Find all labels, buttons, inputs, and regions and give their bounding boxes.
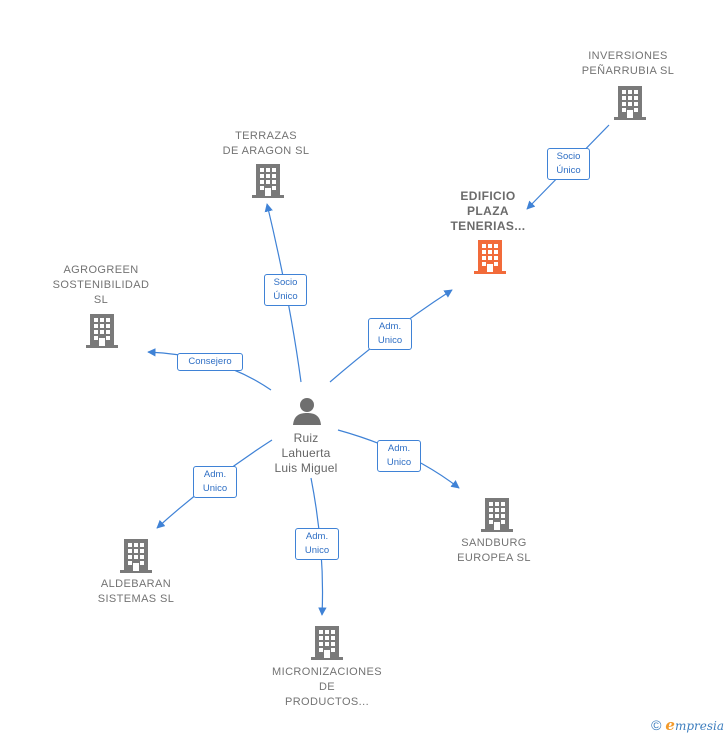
edge-label-ruiz-agrogreen: Consejero bbox=[177, 353, 243, 371]
edge-label-inv-edif: Socio Único bbox=[547, 148, 590, 180]
company-label-agrogreen[interactable]: AGROGREEN SOSTENIBILIDAD SL bbox=[52, 264, 150, 306]
company-label-edificio[interactable]: EDIFICIO PLAZA TENERIAS... bbox=[450, 189, 526, 233]
brand-rest: mpresia bbox=[674, 719, 724, 733]
company-label-sandburg[interactable]: SANDBURG EUROPEA SL bbox=[457, 537, 531, 564]
brand-initial: e bbox=[665, 716, 675, 734]
building-icon[interactable] bbox=[614, 84, 646, 120]
building-icon[interactable] bbox=[311, 624, 343, 660]
building-icon[interactable] bbox=[252, 162, 284, 198]
person-icon[interactable] bbox=[292, 396, 322, 426]
company-label-terrazas[interactable]: TERRAZAS DE ARAGON SL bbox=[222, 130, 310, 157]
edge-label-ruiz-terrazas: Socio Único bbox=[264, 274, 307, 306]
copyright-symbol: © bbox=[651, 717, 662, 733]
building-icon[interactable] bbox=[86, 312, 118, 348]
company-label-aldebaran[interactable]: ALDEBARAN SISTEMAS SL bbox=[97, 578, 175, 605]
company-label-micronizaciones[interactable]: MICRONIZACIONES DE PRODUCTOS... bbox=[272, 666, 382, 708]
building-icon[interactable] bbox=[120, 537, 152, 573]
edge-label-ruiz-aldebaran: Adm. Unico bbox=[193, 466, 237, 498]
brand-logo: empresia bbox=[665, 716, 724, 734]
footer-brand: © empresia bbox=[651, 716, 724, 734]
person-label[interactable]: Ruiz Lahuerta Luis Miguel bbox=[274, 431, 338, 475]
edge-label-ruiz-edificio: Adm. Unico bbox=[368, 318, 412, 350]
building-icon[interactable] bbox=[481, 496, 513, 532]
building-icon-focus[interactable] bbox=[474, 238, 506, 274]
edge-label-ruiz-micronizaciones: Adm. Unico bbox=[295, 528, 339, 560]
company-label-inversiones[interactable]: INVERSIONES PEÑARRUBIA SL bbox=[581, 50, 675, 77]
edge-label-ruiz-sandburg: Adm. Unico bbox=[377, 440, 421, 472]
